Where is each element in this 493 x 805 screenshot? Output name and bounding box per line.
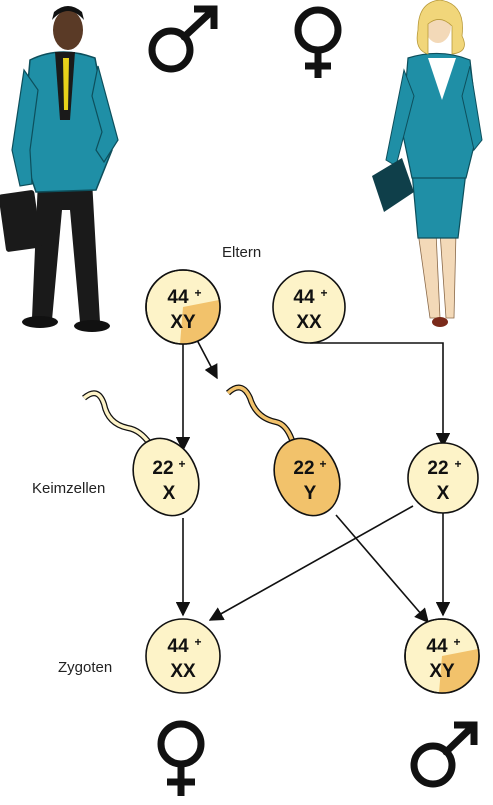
- male-symbol-top: [148, 5, 218, 73]
- zygote-female-sex-chromosomes: XX: [170, 661, 196, 682]
- egg-plus: +: [454, 457, 461, 471]
- father-sex-chromosomes: XY: [170, 312, 196, 333]
- sperm-y-autosomes: 22: [293, 458, 314, 479]
- zygote-female-plus: +: [194, 635, 201, 649]
- cell-mother: 44 + XX: [272, 270, 346, 344]
- label-gametes: Keimzellen: [32, 480, 106, 497]
- male-symbol-bottom: [410, 721, 478, 788]
- sperm-y: 22 + Y: [225, 384, 341, 517]
- zygote-male-autosomes: 44: [426, 636, 448, 657]
- zygote-female-autosomes: 44: [167, 636, 189, 657]
- man-illustration: [0, 6, 119, 332]
- sperm-y-sex-chromosome: Y: [304, 483, 317, 504]
- arrow-father-to-sperm-y: [196, 339, 218, 380]
- mother-autosomes: 44: [293, 287, 315, 308]
- zygote-male-plus: +: [453, 635, 460, 649]
- female-symbol-bottom: [157, 720, 205, 796]
- woman-illustration: [372, 0, 483, 327]
- sperm-y-plus: +: [319, 457, 326, 471]
- mother-plus: +: [320, 286, 327, 300]
- zygote-male: 44 + XY: [404, 618, 480, 694]
- sperm-x: 22 + X: [82, 390, 200, 517]
- arrow-mother-to-egg: [310, 342, 451, 448]
- father-autosomes: 44: [167, 287, 189, 308]
- arrows: [175, 339, 451, 624]
- zygote-female: 44 + XX: [145, 618, 221, 694]
- egg-autosomes: 22: [427, 458, 448, 479]
- label-zygotes: Zygoten: [58, 659, 113, 676]
- father-plus: +: [194, 286, 201, 300]
- sperm-x-autosomes: 22: [152, 458, 173, 479]
- egg-sex-chromosome: X: [437, 483, 450, 504]
- arrow-sperm-y-to-zygote-male: [335, 514, 429, 624]
- arrow-egg-to-zygote-female: [208, 505, 414, 621]
- egg-x: 22 + X: [407, 442, 479, 514]
- female-symbol-top: [294, 6, 342, 78]
- zygote-male-sex-chromosomes: XY: [429, 661, 455, 682]
- cell-father: 44 + XY: [145, 269, 221, 345]
- mother-sex-chromosomes: XX: [296, 312, 322, 333]
- sperm-x-sex-chromosome: X: [163, 483, 176, 504]
- sperm-x-plus: +: [178, 457, 185, 471]
- label-parents: Eltern: [222, 244, 262, 261]
